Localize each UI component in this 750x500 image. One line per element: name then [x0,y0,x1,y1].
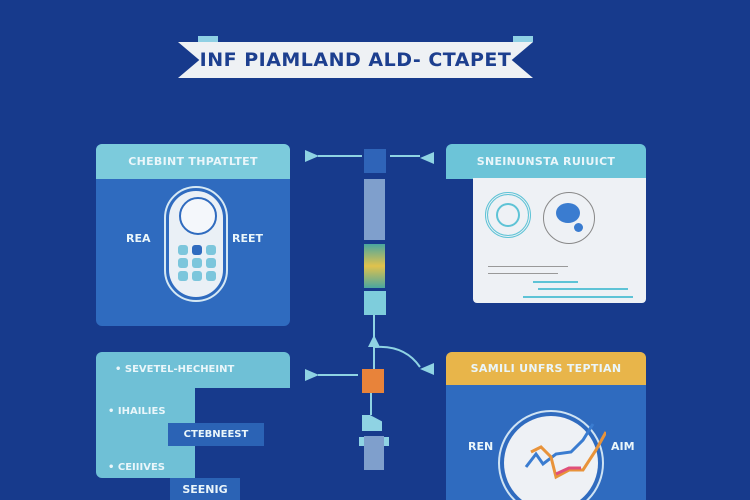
banner-tab-right [513,36,533,42]
connector-line [390,155,420,157]
trend-label-right: AIM [611,440,635,453]
list-item-text: IHAILIES [117,406,166,417]
connector-line [318,374,358,376]
arrow-right-icon [305,369,319,381]
step-block-6 [364,436,384,470]
curved-connector [375,345,421,368]
trend-label-left: REN [468,440,494,453]
connector-line [318,155,362,157]
step-block-orange [362,369,384,393]
panel-list-header-text: SEVETEL-HECHEINT [124,364,235,375]
globe-icon [543,192,595,244]
step-block-1 [364,149,386,173]
keypad-icon [178,245,217,281]
step-block-2 [364,179,385,240]
arrow-right-icon [305,150,319,162]
title-banner [178,42,533,78]
step-block-3 [364,244,385,288]
list-box-1: CTEBNEEST [168,423,264,446]
trend-line-chart [524,423,606,480]
list-box-2: SEENIG [170,478,240,500]
panel-device: CHEBINT THPATLTET REA REET [96,144,290,326]
panel-list-header-bg [96,352,290,388]
list-item-text: CEIIIVES [117,462,165,473]
document-sheet [473,178,646,303]
banner-tab-left [198,36,218,42]
panel-trend: SAMILI UNFRS TEPTIAN REN AIM [446,352,646,500]
list-item: • CEIIIVES [108,462,165,473]
device-dial-icon [179,197,217,235]
panel-analysis-header: SNEINUNSTA RUIUICT [446,144,646,179]
panel-trend-header: SAMILI UNFRS TEPTIAN [446,352,646,385]
device-label-right: REET [232,232,264,245]
panel-list-header: • SEVETEL-HECHEINT [115,364,235,375]
panel-device-header: CHEBINT THPATLTET [96,144,290,179]
arrow-up-icon [368,335,380,347]
step-block-5 [362,415,382,431]
device-label-left: REA [126,232,151,245]
device-icon [164,186,228,302]
connector-line [370,393,372,415]
arrow-left-icon [420,363,434,375]
arrow-left-icon [420,152,434,164]
step-block-4 [364,291,386,315]
list-item: • IHAILIES [108,406,166,417]
page-title: INF PIAMLAND ALD- CTAPET [199,49,512,71]
spiral-icon [485,192,531,238]
panel-analysis: SNEINUNSTA RUIUICT [446,144,646,303]
